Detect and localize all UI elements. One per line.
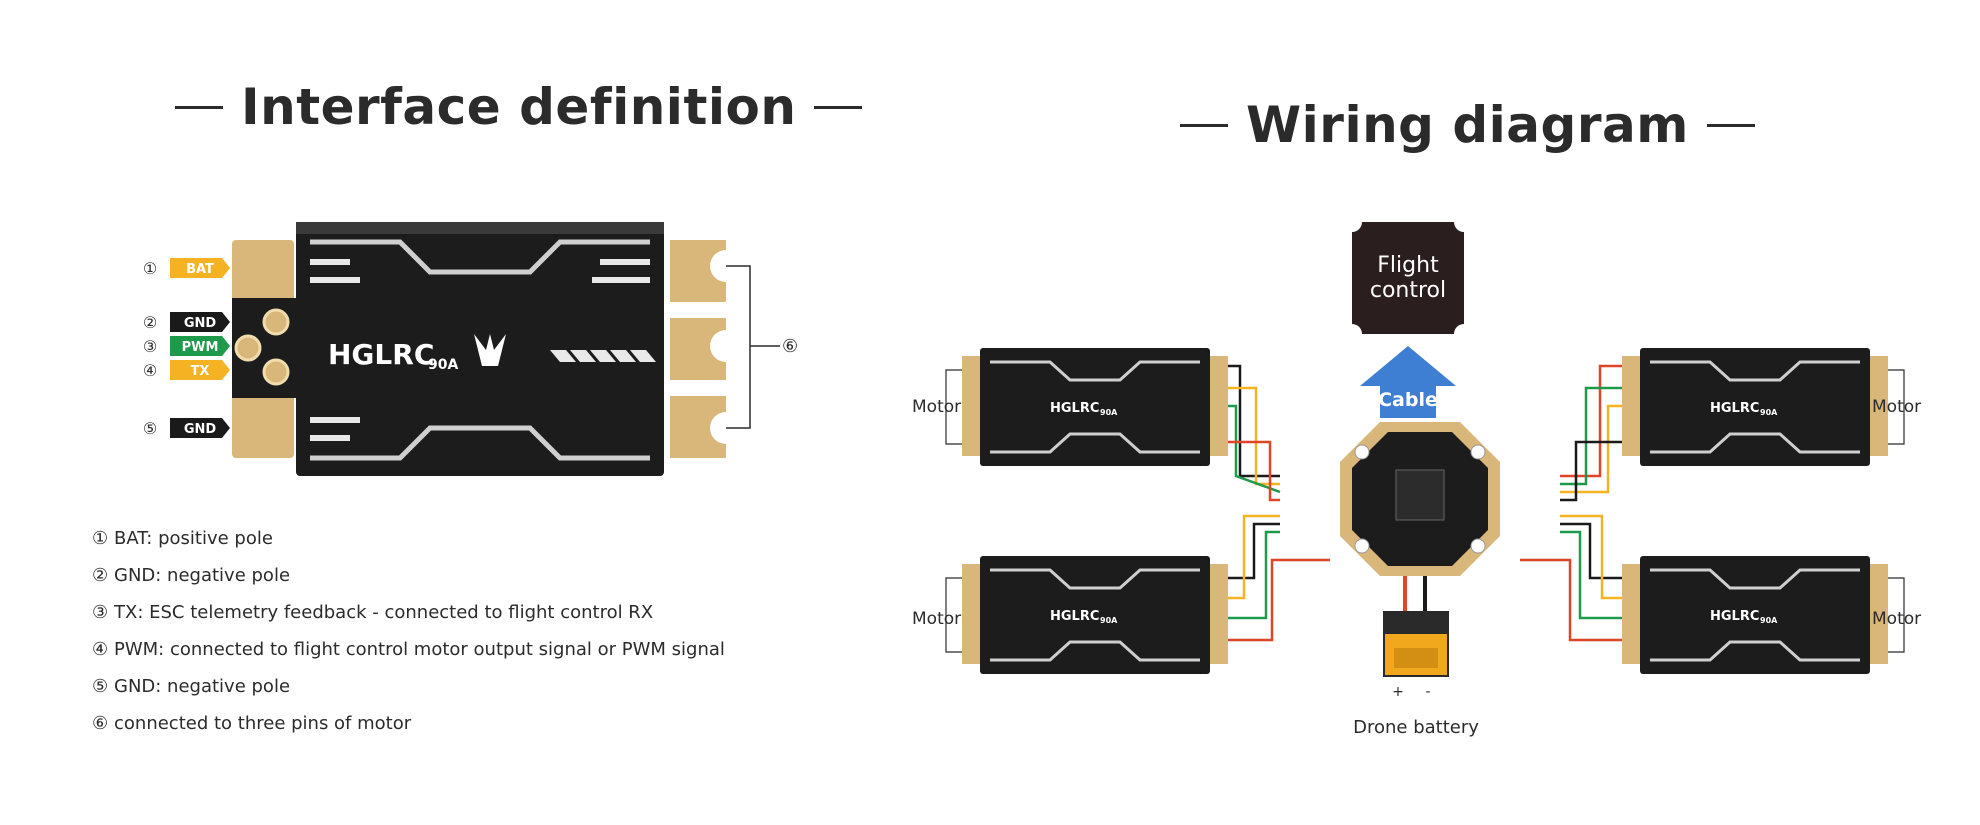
esc-brand-text: HGLRC: [1050, 609, 1099, 624]
flight-control-label-2: control: [1370, 278, 1446, 303]
pin-tag-label: PWM: [182, 340, 219, 355]
motor-bracket: [1888, 369, 1905, 445]
pin-tag-number: ①: [143, 259, 157, 278]
esc-brand-text: HGLRC: [1710, 401, 1759, 416]
motor-pins-marker: ⑥: [782, 336, 798, 357]
battery-minus: -: [1425, 684, 1430, 700]
battery-plus: +: [1392, 684, 1404, 700]
flight-control-box: Flight control: [1342, 212, 1474, 344]
pin-tag-pwm: PWM ③: [143, 336, 230, 356]
motor-label-bottom-left: Motor: [912, 609, 961, 629]
motor-bracket: [945, 577, 962, 653]
pin-tag-label: TX: [191, 364, 210, 379]
hglrc-logo-icon: [474, 334, 506, 366]
wiring-diagram: Flight control Cable: [912, 212, 1921, 738]
pin-tag-gnd: GND ⑤: [143, 418, 230, 438]
pin-tag-label: GND: [184, 316, 217, 331]
esc-model-text: 90A: [1760, 616, 1778, 625]
pin-tag-label: BAT: [186, 262, 214, 277]
heading-rule-right: [1706, 123, 1755, 127]
heading-rule-left: [175, 105, 223, 109]
pin-tag-number: ②: [143, 313, 157, 332]
pin-tag-tx: TX ④: [143, 360, 230, 380]
cable-arrow-icon: [1360, 346, 1456, 418]
flight-controller-board: [1340, 422, 1500, 576]
motor-label-top-left: Motor: [912, 397, 961, 417]
motor-label-bottom-right: Motor: [1872, 609, 1921, 629]
pin-tag-bat: BAT ①: [143, 258, 230, 278]
pin-tag-label: GND: [184, 422, 217, 437]
esc-brand-text: HGLRC: [328, 338, 434, 371]
interface-definition-heading: Interface definition: [175, 78, 863, 136]
interface-definition-title: Interface definition: [241, 78, 797, 136]
pad-g: [262, 308, 290, 336]
pin-tag-number: ③: [143, 337, 157, 356]
stripe-pattern-icon: [550, 350, 656, 362]
motor-bracket: [1888, 577, 1905, 653]
pad-t: [262, 358, 290, 386]
esc-brand-text: HGLRC: [1050, 401, 1099, 416]
flight-control-label-1: Flight: [1377, 253, 1439, 278]
heading-rule-right: [814, 105, 863, 109]
esc-brand-text: HGLRC: [1710, 609, 1759, 624]
pad-s: [234, 334, 262, 362]
pin-tag-number: ⑤: [143, 419, 157, 438]
drone-battery: + - Drone battery: [1353, 576, 1479, 738]
pin-tag-gnd: GND ②: [143, 312, 230, 332]
esc-model-text: 90A: [1760, 408, 1778, 417]
esc-model-text: 90A: [1100, 616, 1118, 625]
motor-bracket: [945, 369, 962, 445]
esc-model-text: 90A: [428, 357, 458, 373]
cable-label: Cable: [1378, 389, 1438, 411]
battery-label: Drone battery: [1353, 717, 1479, 738]
wiring-diagram-heading: Wiring diagram: [1180, 96, 1755, 154]
motor-label-top-right: Motor: [1872, 397, 1921, 417]
esc-model-text: 90A: [1100, 408, 1118, 417]
heading-rule-left: [1180, 123, 1228, 127]
pin-tag-number: ④: [143, 361, 157, 380]
wiring-diagram-title: Wiring diagram: [1246, 96, 1689, 154]
